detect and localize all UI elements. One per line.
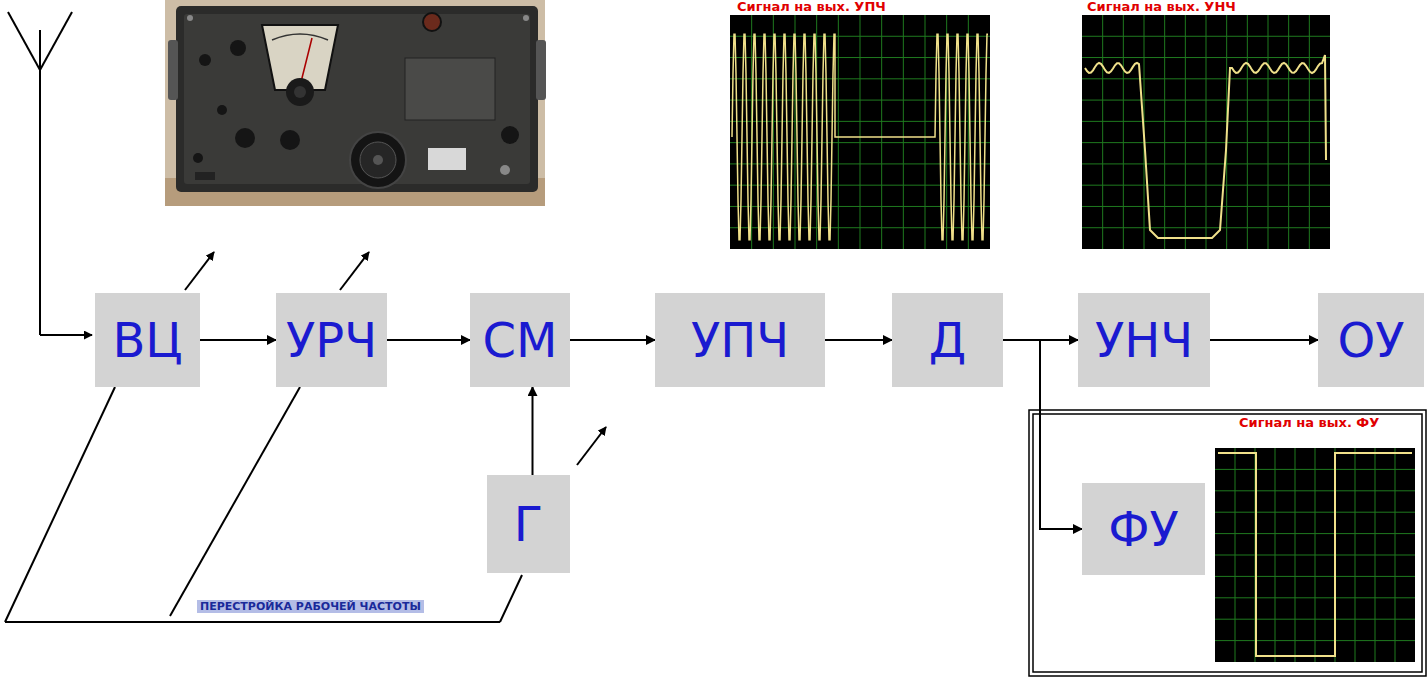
scope-title: Сигнал на вых. УНЧ [1085, 0, 1238, 14]
oscilloscope-screen [730, 15, 1426, 676]
process-box: УРЧ [276, 293, 387, 387]
grid-line [1185, 15, 1186, 249]
grid-line [1215, 555, 1415, 556]
block-label: УНЧ [1095, 316, 1193, 364]
grid-line [1082, 185, 1330, 186]
block-label: Г [514, 500, 543, 548]
block-label: ФУ [1108, 505, 1179, 553]
signal-arrow [200, 339, 276, 341]
grid-line [1288, 15, 1289, 249]
grid-line [925, 15, 926, 249]
process-box: УПЧ [655, 293, 825, 387]
signal-arrow [1210, 339, 1318, 341]
grid-line [1215, 597, 1415, 598]
grid-line [1164, 15, 1165, 249]
grid-line [1082, 206, 1330, 207]
grid-line [838, 15, 839, 249]
process-box: Д [892, 293, 1003, 387]
grid-line [1082, 36, 1330, 37]
grid-line [730, 78, 990, 79]
process-box: ВЦ [95, 293, 200, 387]
grid-line [1309, 15, 1310, 249]
process-box: Г [487, 475, 570, 573]
scope-title: Сигнал на вых. УПЧ [735, 0, 888, 14]
block-label: СМ [483, 316, 558, 364]
grid-line [1123, 15, 1124, 249]
process-box: ФУ [1082, 483, 1205, 575]
block-label: УРЧ [286, 316, 377, 364]
tuning-arrow [185, 252, 606, 465]
grid-line [1082, 163, 1330, 164]
grid-line [903, 15, 904, 249]
grid-line [730, 142, 990, 143]
grid-line [1102, 15, 1103, 249]
grid-line [1215, 619, 1415, 620]
process-box: УНЧ [1078, 293, 1210, 387]
grid-line [881, 15, 882, 249]
signal-arrow [532, 387, 534, 475]
grid-line [860, 15, 861, 249]
grid-line [1215, 640, 1415, 641]
grid-line [730, 121, 990, 122]
block-label: ВЦ [112, 316, 182, 364]
note-label: ПЕРЕСТРОЙКА РАБОЧЕЙ ЧАСТОТЫ [197, 600, 424, 613]
grid-line [730, 36, 990, 37]
scope-title: Сигнал на вых. ФУ [1237, 416, 1381, 430]
block-label: ОУ [1337, 316, 1404, 364]
process-box: СМ [470, 293, 570, 387]
antenna-symbol [8, 12, 92, 335]
grid-line [1215, 533, 1415, 534]
grid-line [1215, 469, 1415, 470]
grid-line [1215, 490, 1415, 491]
grid-line [1215, 512, 1415, 513]
grid-line [1082, 57, 1330, 58]
grid-line [730, 57, 990, 58]
block-label: Д [929, 316, 967, 364]
signal-arrow [1003, 340, 1082, 529]
signal-arrow [570, 339, 655, 341]
tuning-link [5, 387, 522, 622]
signal-arrow [387, 339, 470, 341]
process-box: ОУ [1318, 293, 1424, 387]
grid-line [1082, 142, 1330, 143]
grid-line [730, 100, 990, 101]
grid-line [1268, 15, 1269, 249]
grid-line [1215, 576, 1415, 577]
grid-line [1206, 15, 1207, 249]
block-label: УПЧ [691, 316, 789, 364]
grid-line [1082, 78, 1330, 79]
grid-line [1082, 227, 1330, 228]
grid-line [1082, 100, 1330, 101]
grid-line [1082, 121, 1330, 122]
receiver-photo [165, 0, 546, 206]
signal-arrow [825, 339, 892, 341]
grid-line [1247, 15, 1248, 249]
